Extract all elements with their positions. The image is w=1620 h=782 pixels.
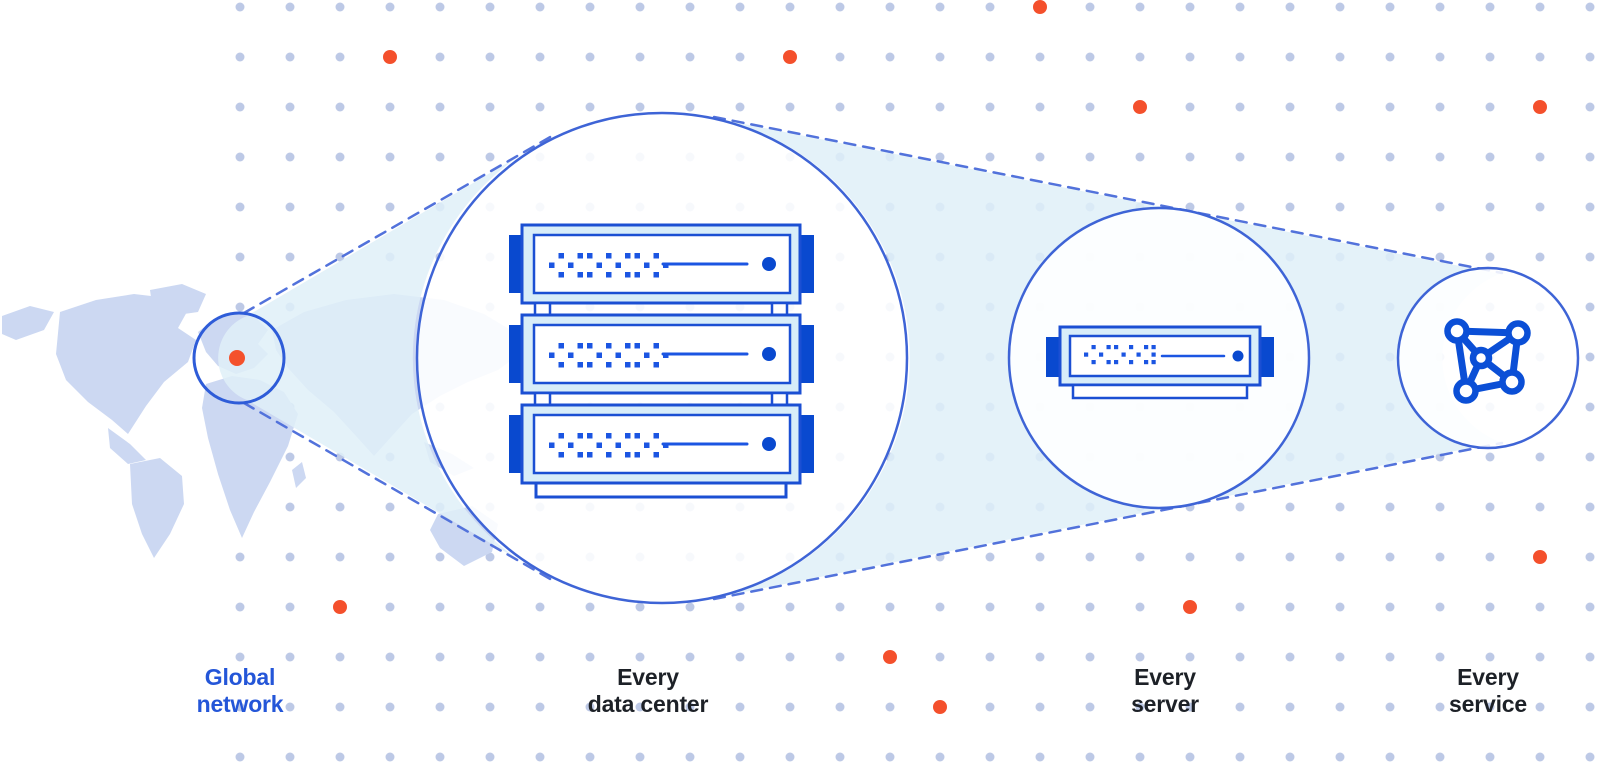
server-unit-icon <box>1046 325 1274 400</box>
rack-connector-tab <box>533 391 552 407</box>
server-led-dot <box>762 347 776 361</box>
rack-ear-right <box>798 415 814 473</box>
dashed-line-bottom-left <box>242 401 554 582</box>
rack-ear-right <box>1258 337 1274 377</box>
label-line: data center <box>587 691 709 717</box>
label-line: Global <box>204 664 276 690</box>
server-led-dot <box>1232 350 1244 362</box>
label-line: Every <box>1457 664 1519 690</box>
rack-ear-right <box>798 235 814 293</box>
dashed-line-top-left <box>242 134 554 315</box>
mesh-nodes <box>1444 318 1531 404</box>
rack-connector-tab <box>770 301 789 317</box>
label-every-service: Every service <box>1449 664 1527 718</box>
dashed-line-bottom-right <box>712 441 1504 601</box>
server-dither-pattern <box>549 343 669 368</box>
server-base-plinth <box>1071 383 1249 400</box>
rack-connector-tab <box>770 391 789 407</box>
server-rack-unit-2 <box>509 313 814 395</box>
label-line: service <box>1449 691 1527 717</box>
rack-base-plinth <box>534 481 788 499</box>
accent-dots <box>333 0 1547 714</box>
rack-ear-right <box>798 325 814 383</box>
map-location-marker-dot <box>229 350 245 366</box>
label-line: Every <box>617 664 679 690</box>
label-every-server: Every server <box>1131 664 1199 718</box>
map-highlight-circle <box>192 311 286 405</box>
label-every-data-center: Every data center <box>588 664 709 718</box>
server-rack-unit-1 <box>509 223 814 305</box>
server-led-dot <box>762 437 776 451</box>
label-line: network <box>196 691 284 717</box>
label-line: Every <box>1134 664 1196 690</box>
server-rack-icon <box>509 223 814 499</box>
rack-connector-tab <box>533 301 552 317</box>
server-dither-pattern <box>1084 345 1156 365</box>
server-led-dot <box>762 257 776 271</box>
label-global-network: Global network <box>197 664 284 718</box>
dashed-connector-lines <box>242 115 1504 601</box>
label-line: server <box>1131 691 1199 717</box>
funnel-map-to-datacenter <box>218 139 548 577</box>
network-mesh-icon <box>1444 318 1531 404</box>
rack-ear-left <box>1046 337 1062 377</box>
dashed-line-top-right <box>712 115 1504 275</box>
server-rack-unit-3 <box>509 403 814 485</box>
